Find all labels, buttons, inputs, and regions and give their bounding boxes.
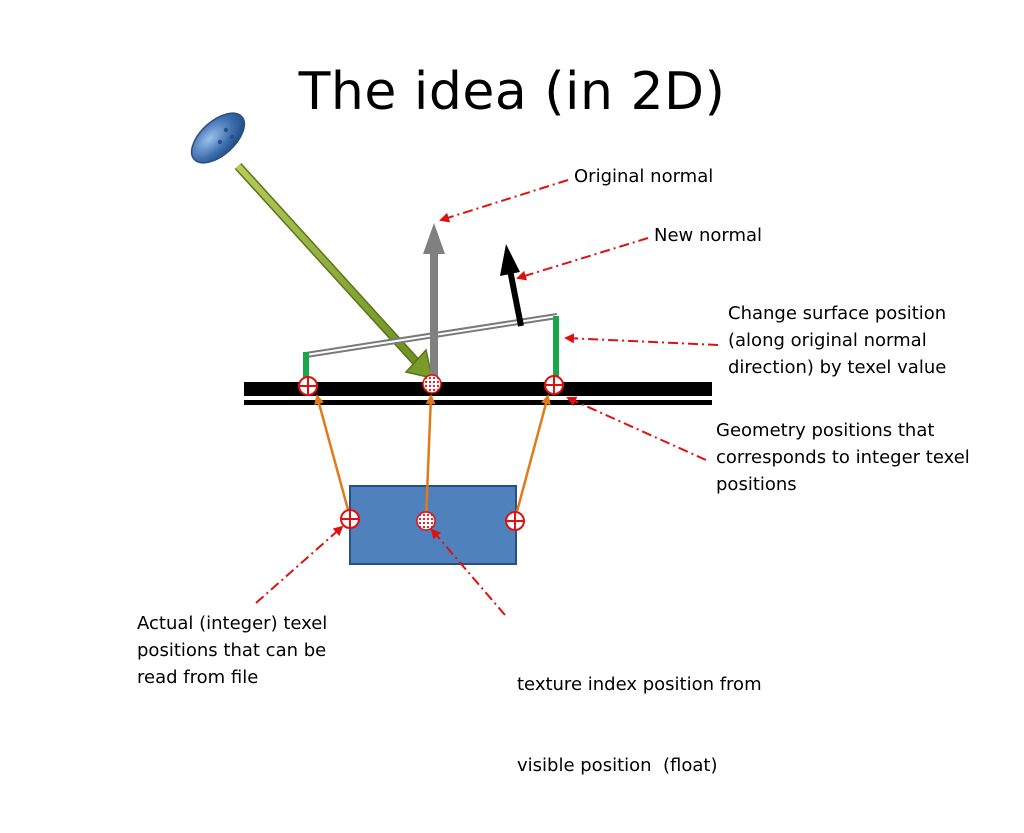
label-geometry-positions-line-1: Geometry positions that [716,420,935,441]
label-change-surface-line-2: (along original normal [728,330,927,351]
label-actual-texel-line-1: Actual (integer) texel [137,613,328,634]
dotted-circle-icon [416,511,436,531]
callout-change-surface [564,333,719,346]
slide: The idea (in 2D) [137,62,970,776]
new-normal-arrow [500,244,524,327]
callout-actual-texel [255,525,344,604]
mapping-arrows [314,394,551,520]
diagram [190,112,719,616]
label-original-normal: Original normal [574,166,714,187]
circled-plus-icon [340,509,360,529]
callout-geometry-positions [566,396,707,461]
surface [244,382,712,405]
offset-bar-right [553,316,559,383]
callout-lines [255,179,719,616]
callout-original-normal [439,179,569,223]
label-geometry-positions: Geometry positions that corresponds to i… [716,417,970,498]
label-actual-texel: Actual (integer) texel positions that ca… [137,610,327,691]
dotted-circle-icon [422,374,442,394]
label-texture-index: texture index position from visible posi… [517,617,762,833]
mapping-arrow-right [513,394,551,520]
surface-thick-line [244,382,712,396]
label-actual-texel-line-3: read from file [137,667,259,688]
label-new-normal: New normal [654,225,763,246]
offset-bar-left [303,352,309,383]
label-geometry-positions-line-2: corresponds to integer texel [716,447,970,468]
circled-plus-icon [505,511,525,531]
label-change-surface: Change surface position (along original … [728,300,946,381]
circled-plus-icon [544,375,564,395]
label-texture-index-line-2: visible position (float) [517,755,718,776]
light-ray-arrowhead [404,348,433,379]
label-actual-texel-line-2: positions that can be [137,640,327,661]
callout-new-normal [516,237,649,281]
label-change-surface-line-3: direction) by texel value [728,357,947,378]
light-source-icon [190,112,246,164]
label-change-surface-line-1: Change surface position [728,303,947,324]
surface-thin-line [244,400,712,405]
light-ray [234,162,433,379]
original-normal-arrow [423,223,445,382]
mapping-arrow-left [314,394,352,518]
mapping-arrow-middle [424,394,436,520]
label-geometry-positions-line-3: positions [716,474,797,495]
label-texture-index-line-1: texture index position from [517,674,762,695]
circled-plus-icon [298,376,318,396]
slide-title: The idea (in 2D) [298,62,726,122]
